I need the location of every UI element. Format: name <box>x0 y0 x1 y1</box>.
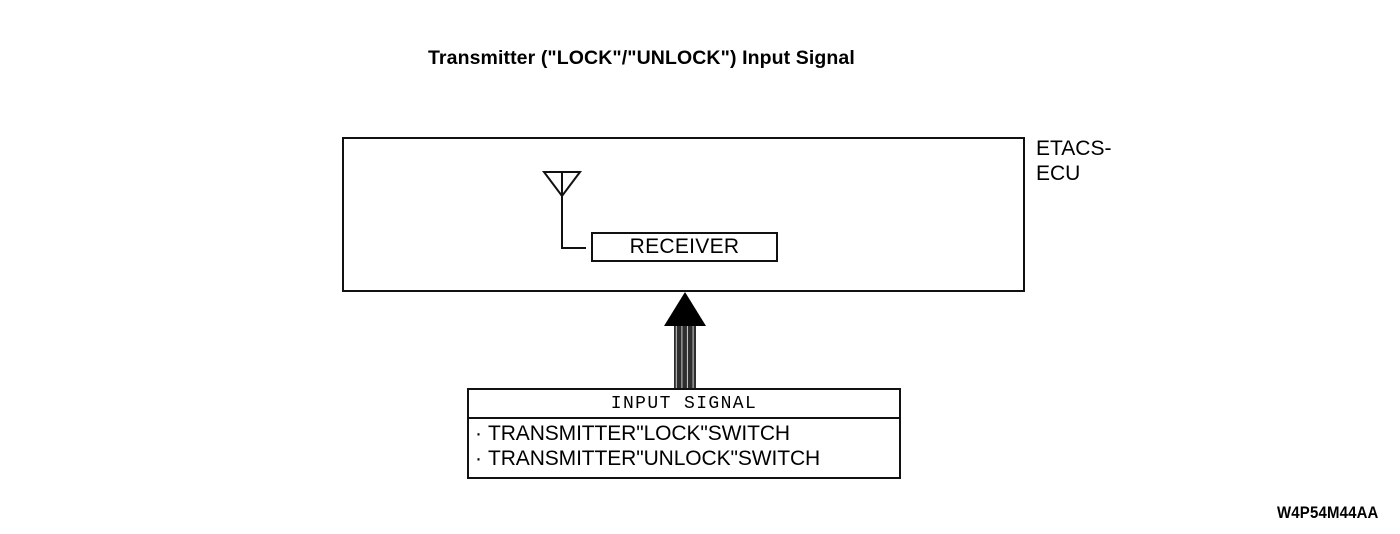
list-item: · TRANSMITTER"LOCK"SWITCH <box>475 421 899 446</box>
figure-code: W4P54M44AA <box>1277 503 1379 522</box>
etacs-ecu-label-line2: ECU <box>1036 162 1081 185</box>
page-title: Transmitter ("LOCK"/"UNLOCK") Input Sign… <box>428 47 855 69</box>
input-signal-header-label: INPUT SIGNAL <box>610 393 758 414</box>
receiver-label: RECEIVER <box>629 235 740 258</box>
list-item-label: TRANSMITTER"UNLOCK"SWITCH <box>488 447 821 470</box>
etacs-ecu-label-line1: ETACS- <box>1036 137 1112 160</box>
input-signal-box: INPUT SIGNAL · TRANSMITTER"LOCK"SWITCH · T… <box>467 388 901 479</box>
etacs-ecu-box <box>342 137 1025 292</box>
receiver-box: RECEIVER <box>591 232 778 262</box>
bullet-icon: · <box>475 447 482 470</box>
antenna-icon <box>540 168 592 260</box>
input-signal-header: INPUT SIGNAL <box>469 390 899 419</box>
list-item-label: TRANSMITTER"LOCK"SWITCH <box>488 422 790 445</box>
input-signal-arrow-icon <box>660 291 710 391</box>
list-item: · TRANSMITTER"UNLOCK"SWITCH <box>475 446 899 471</box>
bullet-icon: · <box>475 422 482 445</box>
input-signal-list: · TRANSMITTER"LOCK"SWITCH · TRANSMITTER"UN… <box>469 419 899 471</box>
etacs-ecu-label: ETACS- ECU <box>1036 136 1111 186</box>
